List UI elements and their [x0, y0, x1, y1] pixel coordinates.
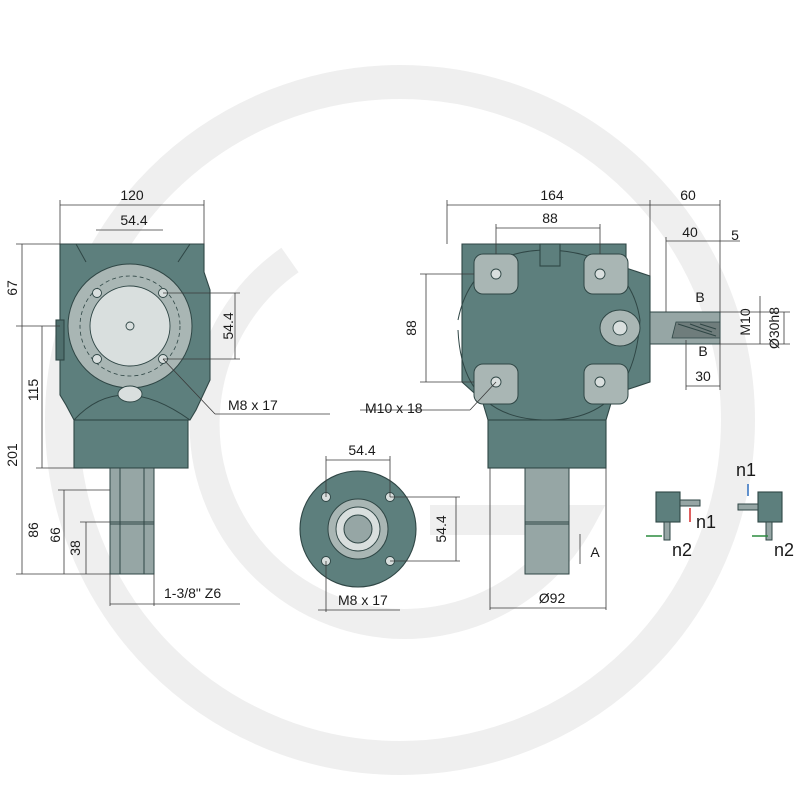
side-center-bolt [125, 321, 135, 331]
side-vent [55, 319, 65, 361]
dim-shaft-spec: 1-3/8" Z6 [164, 585, 221, 601]
dim-out-shaft-tip: 5 [731, 227, 739, 243]
dim-front-flange-dia: Ø92 [539, 590, 566, 606]
dim-out-shaft-keyway: 30 [695, 368, 711, 384]
dim-out-shaft-section: 40 [682, 224, 698, 240]
section-label-top: B [695, 289, 704, 305]
front-pad-bolt [594, 268, 606, 280]
dim-out-shaft-length: 60 [680, 187, 696, 203]
side-flange-bolt [92, 288, 102, 298]
dim-side-total-height: 201 [4, 443, 20, 467]
dim-side-flange-h: 54.4 [120, 212, 147, 228]
side-dimensions: 120 54.4 54.4 67 115 201 86 66 38 1-3/8"… [4, 187, 330, 606]
output-boss-bolt [612, 320, 628, 336]
dim-front-pad-h: 88 [542, 210, 558, 226]
rotation-diagram-right: n1 n2 [736, 460, 794, 560]
dim-side-shaft-tip: 38 [67, 540, 83, 556]
front-lower-collar [487, 419, 607, 469]
dim-side-top-offset: 67 [4, 280, 20, 296]
side-flange-bolt [92, 354, 102, 364]
side-lower-collar [73, 419, 189, 469]
dim-out-shaft-thread: M10 [737, 308, 753, 335]
front-pad-br [583, 363, 629, 405]
dim-side-width: 120 [120, 187, 144, 203]
rotation-right-n1: n1 [736, 460, 756, 480]
front-top-notch [539, 243, 561, 267]
dim-front-bolt-thread: M10 x 18 [365, 400, 423, 416]
rotation-left-n1: n1 [696, 512, 716, 532]
dim-bottom-flange-h: 54.4 [348, 442, 375, 458]
dim-side-bolt-thread: M8 x 17 [228, 397, 278, 413]
front-view [457, 243, 721, 575]
bottom-flange-view [299, 470, 417, 588]
dim-bottom-flange-v: 54.4 [433, 515, 449, 542]
watermark-logo [45, 65, 755, 775]
dim-side-flange-v: 54.4 [220, 312, 236, 339]
dim-bottom-bolt-thread: M8 x 17 [338, 592, 388, 608]
side-plug [117, 385, 143, 403]
dim-front-width: 164 [540, 187, 564, 203]
dim-side-mid-height: 115 [25, 379, 41, 402]
front-shaft [524, 467, 570, 525]
dim-side-shaft-spline: 66 [47, 527, 63, 543]
arrow-a-label: A [590, 544, 600, 560]
dim-out-shaft-dia: Ø30h8 [766, 307, 782, 349]
side-shaft-spline [109, 523, 155, 575]
front-shaft-spline [524, 523, 570, 575]
section-label-bottom: B [698, 343, 707, 359]
rotation-left-n2: n2 [672, 540, 692, 560]
front-pad-tr [583, 253, 629, 295]
rotation-diagram-left: n1 n2 [646, 491, 716, 560]
front-pad-bolt [490, 268, 502, 280]
dim-side-shaft-length: 86 [25, 522, 41, 538]
bottom-shaft-bore [343, 514, 373, 544]
rotation-gearbox-icon [655, 491, 681, 523]
bottom-dimensions: 54.4 54.4 M8 x 17 [318, 442, 460, 612]
side-view [55, 243, 211, 575]
side-shaft [109, 467, 155, 525]
dim-front-pad-v: 88 [403, 320, 419, 336]
rotation-right-n2: n2 [774, 540, 794, 560]
rotation-gearbox-icon [757, 491, 783, 523]
front-pad-bolt [594, 376, 606, 388]
front-dimensions: 164 88 88 60 40 5 M10 Ø30h8 B B 30 M10 x… [360, 187, 790, 610]
